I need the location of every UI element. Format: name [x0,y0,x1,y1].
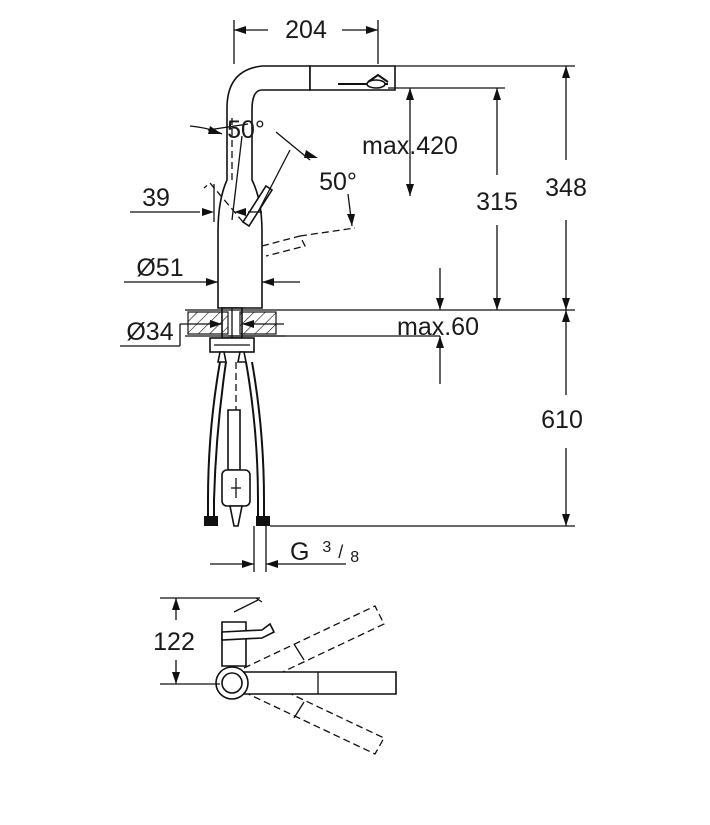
angle-right-label: 50° [319,168,357,196]
thread-g: G [290,538,309,566]
counter-section [185,309,575,353]
plan-dimension [160,597,260,685]
hose-length-label: 610 [541,406,583,434]
thread-num: 3 [322,539,331,556]
thread-den: 8 [350,549,359,566]
hole-diameter-label: Ø34 [126,318,173,346]
thread-label: G 3 / 8 [290,530,359,566]
faucet-side-view [203,65,396,339]
total-height-label: 348 [545,174,587,202]
body-diameter-label: Ø51 [136,254,183,282]
width-label: 204 [285,16,327,44]
dimension-lines [120,20,575,568]
faucet-plan-view [215,597,397,755]
pullout-label: max.420 [362,132,458,160]
hoses-under-counter [204,351,270,572]
thread-slash: / [338,542,343,562]
counter-thickness-label: max.60 [397,313,479,341]
plan-depth-label: 122 [153,628,195,656]
lever-offset-label: 39 [142,184,170,212]
spout-height-label: 315 [476,188,518,216]
angle-left-label: 50° [227,116,265,144]
